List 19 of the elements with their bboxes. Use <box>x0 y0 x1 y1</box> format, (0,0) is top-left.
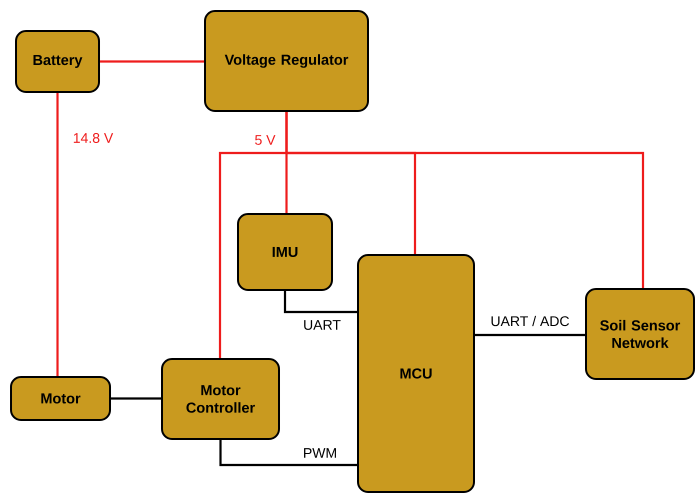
component-box: Soil Sensor Network <box>585 288 695 380</box>
connector-line <box>219 440 357 466</box>
connector-line <box>285 112 644 288</box>
component-box: Motor Controller <box>161 358 280 440</box>
edge-label: 5 V <box>254 134 276 146</box>
edge-label: 14.8 V <box>72 132 114 144</box>
component-box: IMU <box>237 213 333 291</box>
edge-label: UART / ADC <box>489 314 571 328</box>
component-box: Battery <box>15 30 100 93</box>
edge-label: PWM <box>302 447 338 459</box>
connector-line <box>284 291 357 314</box>
connector-line <box>100 60 204 63</box>
component-box: Motor <box>10 376 111 421</box>
connector-line <box>475 334 585 336</box>
edge-label: UART <box>302 319 342 331</box>
component-box: MCU <box>357 254 475 493</box>
component-box: Voltage Regulator <box>204 10 369 112</box>
connector-line <box>111 397 161 400</box>
connector-line <box>56 93 59 376</box>
